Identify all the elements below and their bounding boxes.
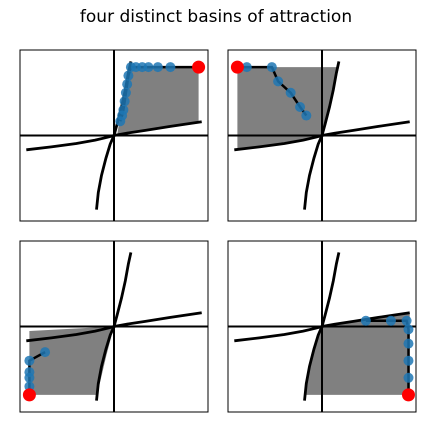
trajectory-point xyxy=(40,347,51,358)
basin-region xyxy=(237,67,339,150)
basin-region xyxy=(305,312,410,395)
trajectory-point xyxy=(403,355,414,366)
curve-2 xyxy=(303,252,341,401)
subplot-content xyxy=(228,241,416,412)
endpoint-marker xyxy=(22,388,36,402)
curve-1 xyxy=(26,120,202,152)
trajectory-point xyxy=(403,338,414,349)
subplot-content xyxy=(228,50,416,221)
basin-region xyxy=(117,67,199,136)
subplot-frame xyxy=(19,240,209,413)
subplot-frame xyxy=(227,49,417,222)
trajectory-point xyxy=(403,324,414,335)
trajectory-point xyxy=(122,79,133,90)
trajectory-point xyxy=(123,70,134,81)
trajectory-point xyxy=(360,315,371,326)
subplot-content xyxy=(20,50,208,221)
trajectory-point xyxy=(295,102,306,112)
trajectory-point xyxy=(241,62,252,73)
subplot-bottom-left xyxy=(19,240,209,413)
trajectory-point xyxy=(143,62,154,73)
endpoint-marker xyxy=(401,388,415,402)
subplot-frame xyxy=(19,49,209,222)
trajectory-point xyxy=(120,87,131,98)
trajectory-point xyxy=(301,110,312,121)
subplot-top-left xyxy=(19,49,209,222)
endpoint-marker xyxy=(192,60,206,74)
trajectory-point xyxy=(385,315,396,326)
trajectory-point xyxy=(403,372,414,383)
endpoint-marker xyxy=(230,60,244,74)
figure-title: four distinct basins of attraction xyxy=(79,7,353,27)
trajectory-point xyxy=(24,381,35,392)
trajectory-point xyxy=(266,62,277,73)
trajectory-point xyxy=(401,315,412,326)
trajectory-point xyxy=(118,104,129,115)
trajectory-point xyxy=(273,76,284,87)
trajectory-point xyxy=(165,62,176,73)
trajectory-point xyxy=(152,62,163,73)
curve-2 xyxy=(95,252,133,401)
basin-region xyxy=(29,326,114,395)
trajectory-point xyxy=(285,87,296,98)
subplot-content xyxy=(20,241,208,412)
trajectory-point xyxy=(119,96,130,107)
subplot-frame xyxy=(227,240,417,413)
curve-1 xyxy=(26,311,202,343)
trajectory-point xyxy=(24,355,35,366)
curve-2 xyxy=(303,61,341,210)
curve-1 xyxy=(234,120,410,152)
subplot-top-right xyxy=(227,49,417,222)
subplot-bottom-right xyxy=(227,240,417,413)
trajectory-point xyxy=(24,372,35,383)
